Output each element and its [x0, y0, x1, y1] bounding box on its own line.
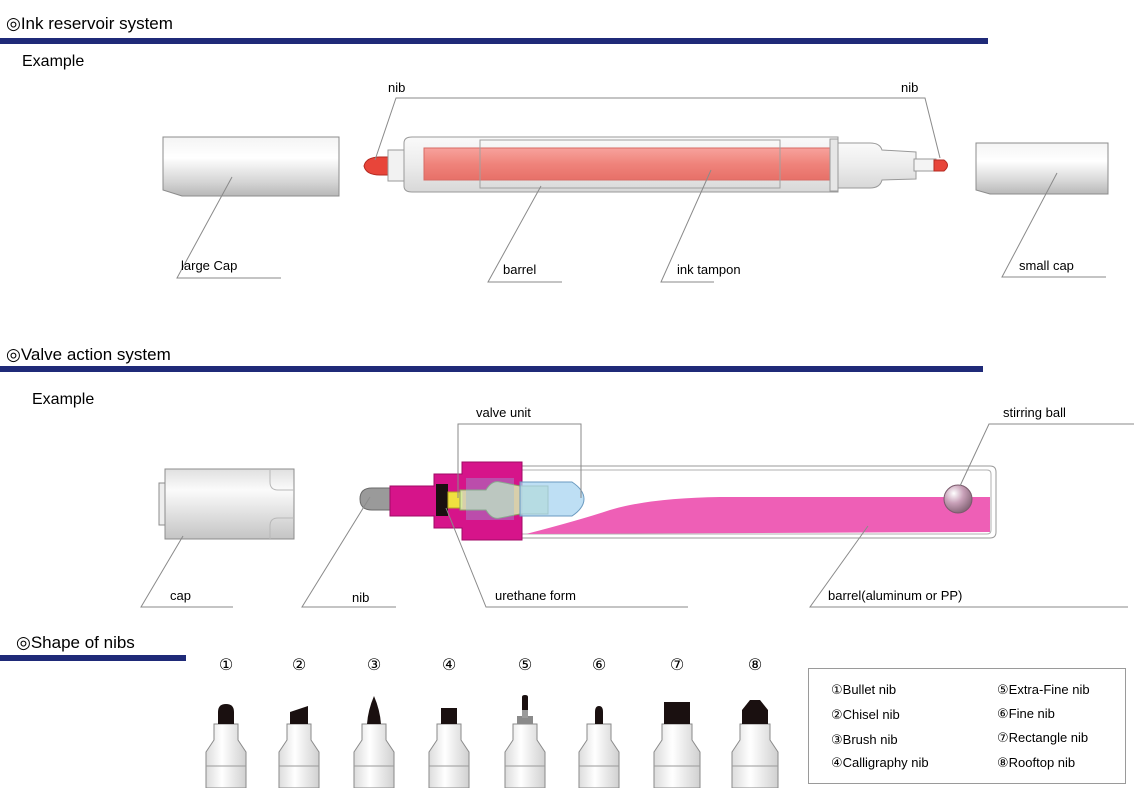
nib-number-2: ② [291, 657, 307, 674]
ink-reservoir-rule [0, 38, 988, 44]
nib-legend-box: ①Bullet nib ②Chisel nib ③Brush nib ④Call… [808, 668, 1126, 784]
nib-shape-3 [353, 696, 395, 788]
nib-shape-1 [205, 704, 247, 788]
legend-item-2: ②Chisel nib [831, 707, 900, 722]
label-valve-nib: nib [352, 590, 370, 605]
stirring-ball-shape [943, 484, 973, 514]
nib-shape-7 [653, 702, 701, 788]
label-cap: cap [170, 588, 191, 603]
label-small-cap: small cap [1019, 258, 1074, 273]
nib-shape-2 [278, 706, 320, 788]
nib-shapes-title: ◎Shape of nibs [16, 633, 135, 652]
valve-leader-lines [140, 423, 1134, 608]
legend-item-1: ①Bullet nib [831, 682, 897, 697]
valve-barrel-shape [515, 465, 997, 539]
nib-number-5: ⑤ [517, 657, 533, 674]
legend-item-7: ⑦Rectangle nib [997, 730, 1089, 745]
large-cap-shape [162, 136, 340, 197]
valve-action-rule [0, 366, 983, 372]
valve-unit-bracket [457, 423, 582, 498]
legend-item-5: ⑤Extra-Fine nib [997, 682, 1090, 697]
label-barrel: barrel [503, 262, 537, 277]
label-urethane-form: urethane form [495, 588, 576, 603]
label-stirring-ball: stirring ball [1003, 405, 1066, 420]
ink-reservoir-title: ◎Ink reservoir system [6, 14, 173, 33]
nib-shape-6 [578, 706, 620, 788]
nib-number-3: ③ [366, 657, 382, 674]
label-valve-barrel: barrel(aluminum or PP) [828, 588, 963, 603]
ink-leader-lines [176, 169, 1106, 283]
nib-shapes-rule [0, 655, 186, 661]
urethane-form-shape [436, 484, 448, 516]
nib-number-7: ⑦ [669, 657, 685, 674]
label-nib-left: nib [388, 80, 406, 95]
nib-bracket-lines [374, 97, 941, 161]
label-nib-right: nib [901, 80, 919, 95]
nib-number-4: ④ [441, 657, 457, 674]
nib-number-6: ⑥ [591, 657, 607, 674]
marker-body-shape [363, 136, 948, 193]
valve-action-title: ◎Valve action system [6, 345, 171, 364]
nib-number-8: ⑧ [747, 657, 763, 674]
valve-cap-shape [158, 468, 295, 540]
nib-shape-5 [504, 695, 546, 788]
label-large-cap: large Cap [181, 258, 238, 273]
valve-action-example-label: Example [32, 391, 95, 408]
legend-item-3: ③Brush nib [831, 732, 898, 747]
nib-number-1: ① [218, 657, 234, 674]
legend-item-4: ④Calligraphy nib [831, 755, 929, 770]
nib-shape-4 [428, 708, 470, 788]
label-valve-unit: valve unit [476, 405, 531, 420]
ink-reservoir-example-label: Example [22, 53, 85, 70]
small-cap-shape [975, 142, 1109, 195]
label-ink-tampon: ink tampon [677, 262, 741, 277]
legend-item-8: ⑧Rooftop nib [997, 755, 1076, 770]
legend-item-6: ⑥Fine nib [997, 706, 1055, 721]
nib-shapes-group [205, 695, 779, 788]
nib-shape-8 [731, 700, 779, 788]
